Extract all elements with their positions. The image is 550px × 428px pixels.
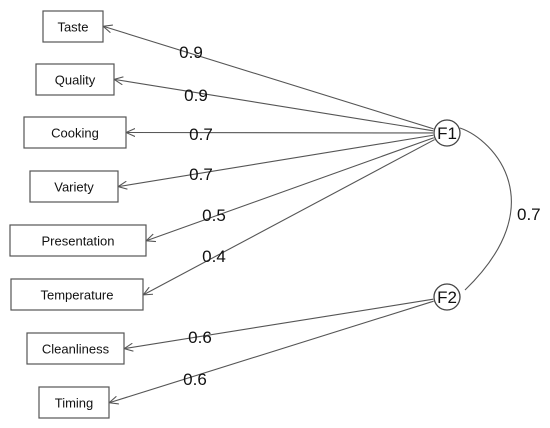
correlation-label: 0.7 <box>517 205 541 224</box>
variable-label-cleanliness: Cleanliness <box>42 342 110 357</box>
variable-label-variety: Variety <box>54 180 94 195</box>
variable-box-cooking <box>23 116 127 149</box>
variable-label-quality: Quality <box>55 73 96 88</box>
variable-label-cooking: Cooking <box>51 126 99 141</box>
variable-box-variety <box>29 170 119 203</box>
path-f2-cleanliness <box>125 298 434 348</box>
loading-label-temperature: 0.4 <box>202 247 226 266</box>
loading-label-presentation: 0.5 <box>202 206 226 225</box>
variable-label-presentation: Presentation <box>42 234 115 249</box>
variable-box-taste <box>42 10 104 43</box>
variable-box-presentation <box>9 224 147 257</box>
loading-label-cleanliness: 0.6 <box>188 328 212 347</box>
correlation-curve <box>459 127 512 291</box>
loading-label-cooking: 0.7 <box>189 125 213 144</box>
path-f1-taste <box>104 27 434 130</box>
loading-label-variety: 0.7 <box>189 165 213 184</box>
path-f2-timing <box>110 300 434 402</box>
path-f1-temperature <box>144 139 435 295</box>
path-f1-quality <box>115 80 434 132</box>
factor-label-f2: F2 <box>437 288 457 307</box>
loading-label-taste: 0.9 <box>179 43 203 62</box>
variable-box-cleanliness <box>26 332 125 365</box>
factor-node-f2 <box>433 283 461 311</box>
variable-label-timing: Timing <box>55 396 94 411</box>
factor-label-f1: F1 <box>437 124 457 143</box>
variable-label-temperature: Temperature <box>41 288 114 303</box>
path-f1-presentation <box>147 137 435 241</box>
loading-label-timing: 0.6 <box>183 370 207 389</box>
factor-node-f1 <box>433 119 461 147</box>
variable-box-quality <box>35 63 115 96</box>
variable-label-taste: Taste <box>57 20 88 35</box>
loading-label-quality: 0.9 <box>184 86 208 105</box>
variable-box-temperature <box>10 278 144 311</box>
path-f1-variety <box>119 134 434 186</box>
variable-box-timing <box>38 386 110 419</box>
